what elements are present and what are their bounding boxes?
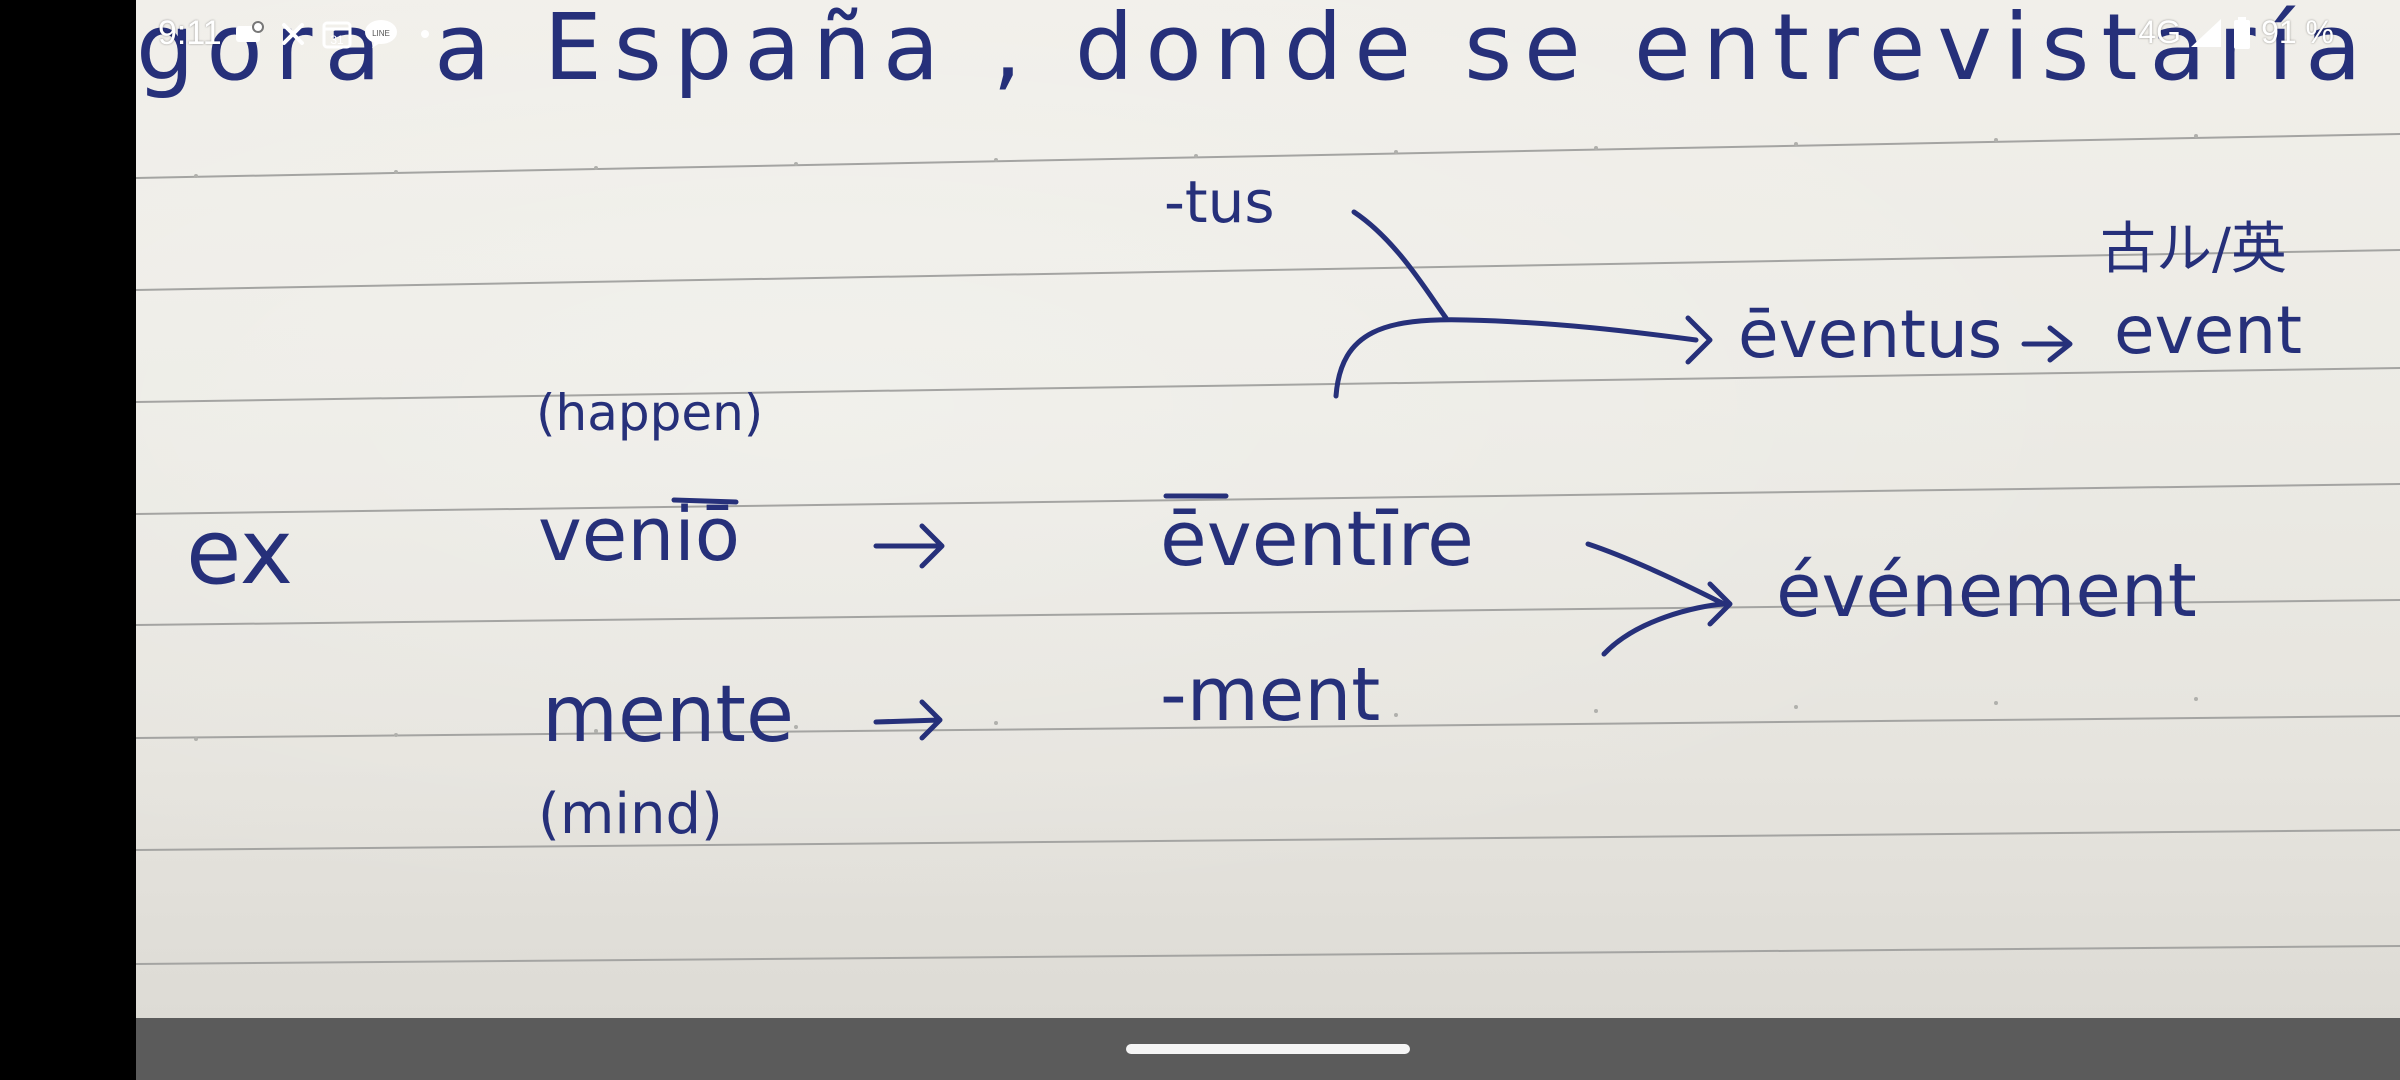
note-event: event [2114,292,2302,369]
tus-curve [1351,209,1449,321]
converge-top [1585,541,1727,607]
notebook-photo: gora a España , donde se entrevistaría -… [136,0,2400,1018]
note-kanji: 古ル/英 [2100,217,2287,282]
note-happen: (happen) [536,384,764,442]
converge-bottom [1601,601,1727,657]
note-tus: -tus [1164,168,1275,236]
eventus-arrow-head [1685,315,1713,365]
note-eventire: ēventīre [1160,494,1474,583]
note-ex: ex [186,500,294,605]
home-gesture-handle[interactable] [1126,1044,1410,1054]
mente-arrow [873,699,943,741]
venio-macron [671,497,739,505]
venio-arrow [873,523,945,569]
note-mind: (mind) [538,782,723,847]
note-evenement: événement [1776,548,2197,634]
merge-curve [1333,317,1699,399]
converge-arrow-head [1707,581,1733,627]
note-mente: mente [542,670,794,760]
eventus-to-event-arrow [2021,325,2073,363]
ruled-lines [136,133,2400,965]
note-venio: veniō [538,492,741,578]
note-top-line: gora a España , donde se entrevistaría [136,0,2374,101]
note-ment: -ment [1160,652,1381,738]
handwritten-arrows [671,209,2073,741]
note-eventus: ēventus [1738,296,2003,373]
